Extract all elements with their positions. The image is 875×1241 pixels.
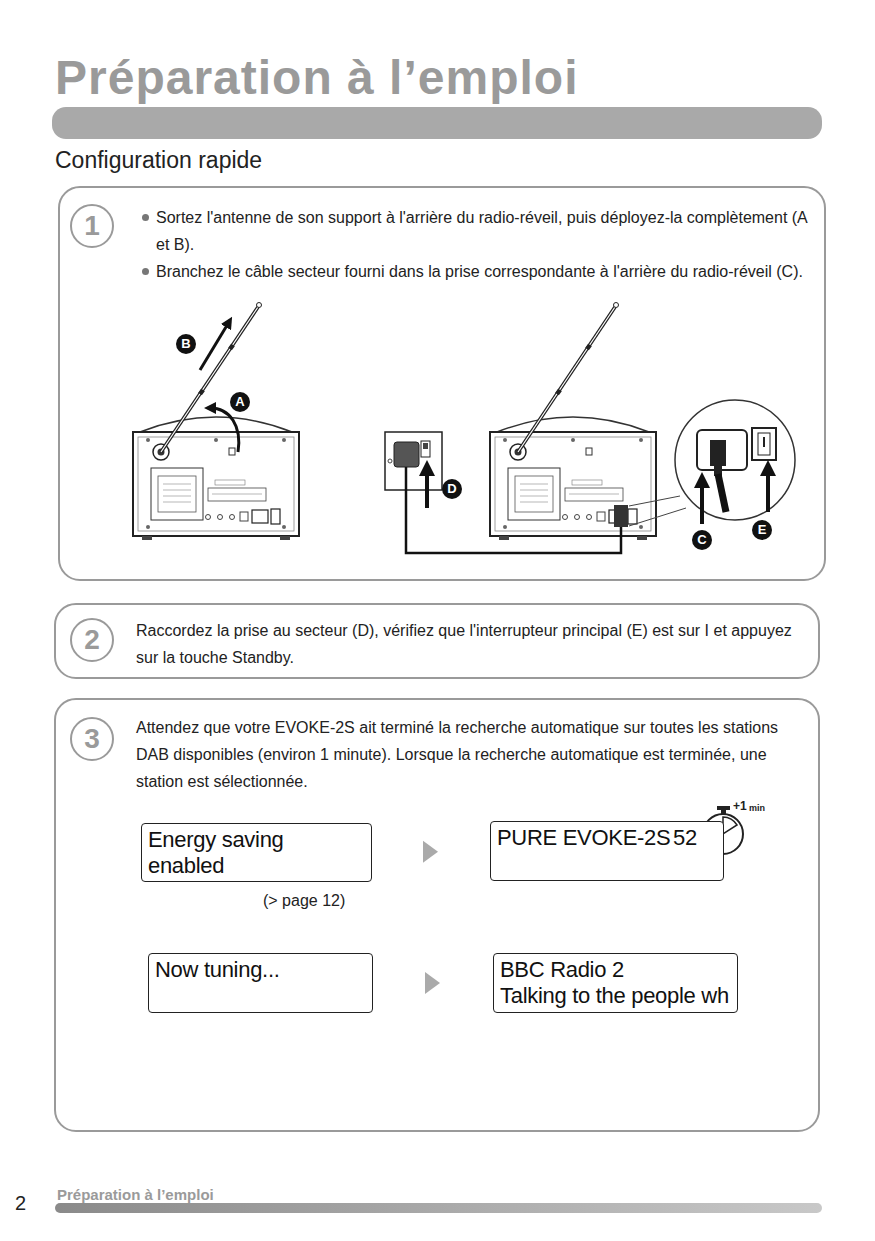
flow-arrow [372, 841, 490, 863]
step-number: 2 [70, 618, 114, 662]
callout-letter: A [230, 392, 250, 412]
step-number: 1 [70, 204, 114, 248]
drawing-rect [758, 433, 770, 455]
step-text: Branchez le câble secteur fourni dans la… [140, 258, 820, 285]
plug-zoom [710, 440, 726, 476]
drawing-rect [423, 443, 428, 449]
step-text: Raccordez la prise au secteur (D), vérif… [136, 617, 806, 671]
step-number: 3 [84, 723, 100, 755]
adapter [394, 442, 419, 467]
arrow-d [425, 468, 429, 508]
drawing-rect [421, 441, 430, 457]
lcd-line: Now tuning... [155, 957, 366, 983]
page-number: 2 [15, 1192, 26, 1215]
drawing-line [629, 508, 686, 526]
timer-unit: min [749, 803, 765, 813]
step-text: Attendez que votre EVOKE-2S ait terminé … [136, 714, 806, 795]
drawing-path [723, 817, 737, 834]
callout-letter: C [692, 530, 712, 550]
radio-1 [133, 303, 299, 541]
drawing-line [718, 474, 726, 512]
title-bar [52, 107, 822, 139]
callout-letter: B [176, 334, 196, 354]
badge-c [692, 530, 712, 550]
step-text: Sortez l'antenne de son support à l'arri… [140, 204, 820, 258]
drawing-rect [721, 810, 726, 814]
wall-outlet [385, 432, 442, 490]
step-number: 3 [70, 717, 114, 761]
arrow-b [200, 322, 229, 370]
lcd-line: BBC Radio 2 [500, 957, 731, 983]
page-reference: (> page 12) [263, 892, 345, 910]
step-panel: Attendez que votre EVOKE-2S ait terminé … [54, 698, 820, 1132]
timer-label: +1 [733, 799, 747, 813]
arrow-head [425, 972, 440, 994]
zoom-leader [629, 496, 680, 506]
footer-bar [55, 1203, 822, 1213]
drawing-circle [388, 459, 392, 463]
footer-title: Préparation à l’emploi [57, 1186, 214, 1203]
step-number: 2 [84, 624, 100, 656]
step-panel: Sortez l'antenne de son support à l'arri… [58, 186, 826, 581]
step-panel: Raccordez la prise au secteur (D), vérif… [54, 603, 820, 679]
step-text-block: Sortez l'antenne de son support à l'arri… [140, 204, 820, 285]
arrow-a [210, 408, 239, 452]
arrow-head [423, 841, 438, 863]
step-text-block: Raccordez la prise au secteur (D), vérif… [136, 617, 806, 671]
lcd-display: BBC Radio 2Talking to the people wh [493, 953, 738, 1013]
page-title: Préparation à l’emploi [55, 50, 578, 105]
arrow-c [700, 480, 704, 524]
lcd-display: PURE EVOKE-2S52 [490, 821, 724, 881]
badge-a [230, 392, 250, 412]
zoom-circle [675, 400, 795, 520]
lcd-line: Energy saving enabled [148, 827, 298, 879]
drawing-line [763, 437, 765, 447]
drawing-rect [717, 806, 730, 810]
power-cable [406, 467, 621, 553]
flow-arrow [373, 972, 493, 994]
radio-2 [490, 303, 656, 541]
step-text-block: Attendez que votre EVOKE-2S ait terminé … [136, 714, 806, 795]
plug [614, 505, 628, 527]
section-heading: Configuration rapide [55, 147, 262, 174]
callout-letter: E [752, 520, 772, 540]
lcd-display: Energy saving enabled [141, 823, 372, 882]
lcd-line: 52 [673, 825, 697, 851]
lcd-line: Talking to the people wh [500, 983, 731, 1009]
badge-d [442, 479, 462, 499]
step-number: 1 [84, 210, 100, 242]
callout-letter: D [442, 479, 462, 499]
badge-b [176, 334, 196, 354]
badge-e [752, 520, 772, 540]
lcd-display: Now tuning... [148, 953, 373, 1013]
arrow-e [766, 468, 770, 512]
switch-zoom [752, 428, 776, 460]
